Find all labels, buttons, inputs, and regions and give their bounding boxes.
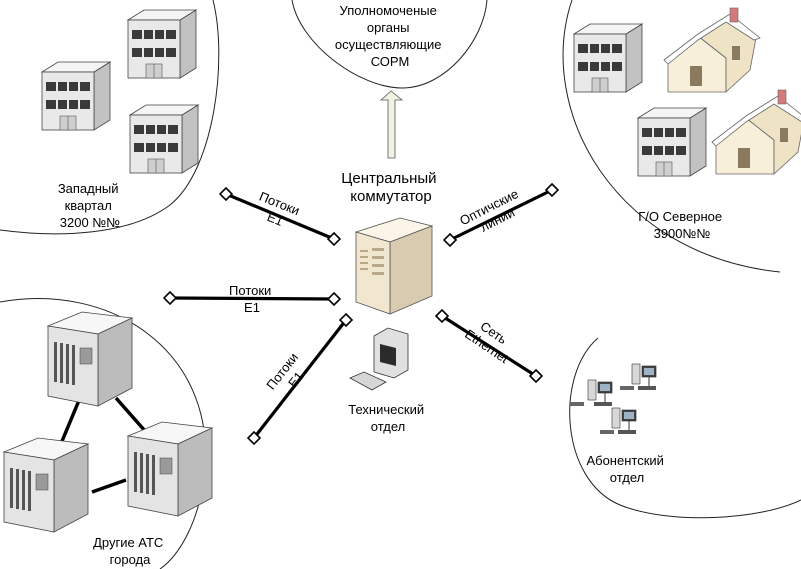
link-ethernet [434, 308, 544, 384]
north-district-label: Г/О Северное 3900№№ [638, 209, 725, 241]
telephone-exchange-icon [3, 437, 89, 533]
atc-cluster [3, 311, 213, 533]
network-client-icon [587, 379, 613, 407]
telephone-exchange-icon [127, 421, 213, 517]
office-building-icon [127, 9, 197, 79]
link-optic [442, 182, 560, 248]
subscriber-clients [570, 363, 657, 435]
server-cabinet-icon [354, 217, 434, 315]
office-building-icon [129, 104, 199, 174]
link-atc [162, 290, 342, 307]
central-switch-label: Центральный коммутатор [341, 170, 440, 205]
region-sorm-boundary [291, 0, 488, 89]
link-atc-label: Потоки Е1 [229, 283, 275, 315]
region-atc-boundary [0, 298, 207, 569]
link-west [218, 186, 342, 247]
network-client-icon [611, 407, 637, 435]
network-client-icon [631, 363, 657, 391]
telephone-exchange-icon [47, 311, 133, 407]
region-north-boundary [562, 0, 781, 273]
other-atc-label: Другие АТС города [93, 535, 167, 567]
office-building-icon [573, 23, 643, 93]
region-west-boundary [0, 0, 220, 235]
tech-department-label: Технический отдел [348, 402, 427, 434]
link-optic-label: Оптичские линии [457, 184, 531, 241]
house-icon [663, 7, 761, 93]
west-buildings [41, 9, 199, 174]
office-building-icon [41, 61, 111, 131]
sorm-label: Уполномоченые органы осуществляющие СОРМ [335, 3, 445, 69]
link-west-label: Потоки Е1 [251, 189, 305, 235]
computer-workstation-icon [349, 327, 409, 391]
west-district-label: Западный квартал 3200 №№ [58, 181, 122, 230]
link-tech [246, 312, 354, 446]
subscriber-department-label: Абонентский отдел [586, 453, 667, 485]
region-subscriber-boundary [569, 337, 801, 519]
office-building-icon [637, 107, 707, 177]
house-icon [711, 89, 801, 175]
north-buildings [573, 7, 801, 177]
up-arrow-icon [379, 90, 404, 159]
